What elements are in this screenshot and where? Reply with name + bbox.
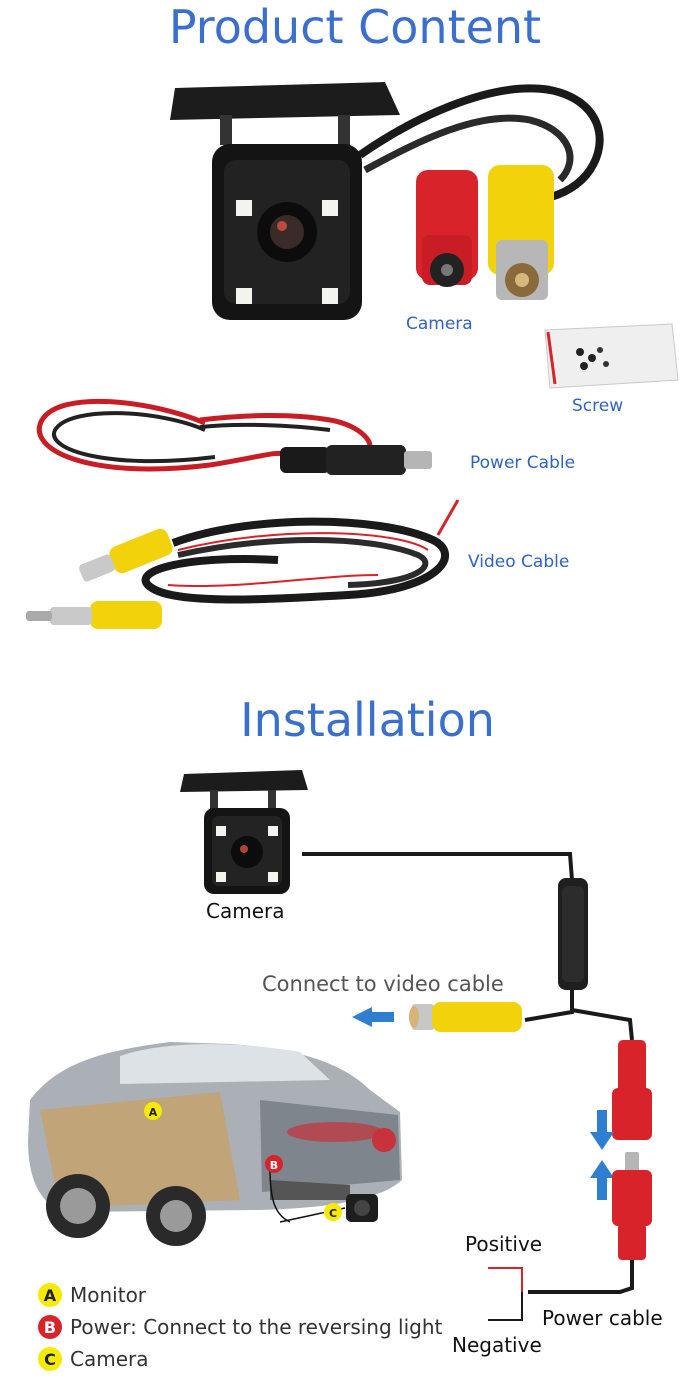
camera-label: Camera <box>406 314 473 334</box>
video-cable-label: Video Cable <box>468 552 570 572</box>
power-cable-install-label: Power cable <box>542 1306 663 1330</box>
video-cable-image <box>26 499 460 629</box>
svg-text:B: B <box>270 1159 278 1172</box>
car-marker-a: A <box>144 1102 162 1120</box>
negative-label: Negative <box>452 1333 542 1357</box>
car-illustration <box>28 1042 402 1246</box>
car-marker-b: B <box>265 1155 283 1173</box>
car-marker-c: C <box>324 1203 342 1221</box>
camera-product-image <box>170 82 604 320</box>
power-cable-image <box>36 398 432 475</box>
dc-female-connector <box>612 1040 652 1140</box>
screw-bag-image <box>544 323 679 389</box>
power-cable-label: Power Cable <box>470 453 576 473</box>
svg-text:A: A <box>149 1106 158 1119</box>
legend-badge-b: B <box>38 1315 62 1339</box>
legend-item-power: B Power: Connect to the reversing light <box>38 1315 442 1339</box>
arrow-left-icon <box>352 1007 394 1027</box>
legend-item-camera: C Camera <box>38 1347 149 1371</box>
legend-badge-a: A <box>38 1283 62 1307</box>
positive-label: Positive <box>465 1232 543 1256</box>
legend-badge-c: C <box>38 1347 62 1371</box>
arrow-down-icon <box>590 1110 614 1150</box>
wiring-diagram: A B C <box>28 770 652 1321</box>
legend-text-monitor: Monitor <box>70 1283 147 1307</box>
product-content-title: Product Content <box>168 0 542 54</box>
installation-title: Installation <box>240 693 495 747</box>
legend-item-monitor: A Monitor <box>38 1283 146 1307</box>
legend-text-camera: Camera <box>70 1347 149 1371</box>
dc-male-connector <box>612 1152 652 1260</box>
installation-camera-image <box>180 770 308 894</box>
connect-video-cable-label: Connect to video cable <box>262 972 504 996</box>
video-rca-connector <box>409 1002 522 1032</box>
legend-text-power: Power: Connect to the reversing light <box>70 1315 443 1339</box>
svg-text:C: C <box>329 1207 337 1220</box>
arrow-up-icon <box>590 1160 614 1200</box>
screw-label: Screw <box>572 396 624 416</box>
installation-camera-label: Camera <box>206 899 285 923</box>
